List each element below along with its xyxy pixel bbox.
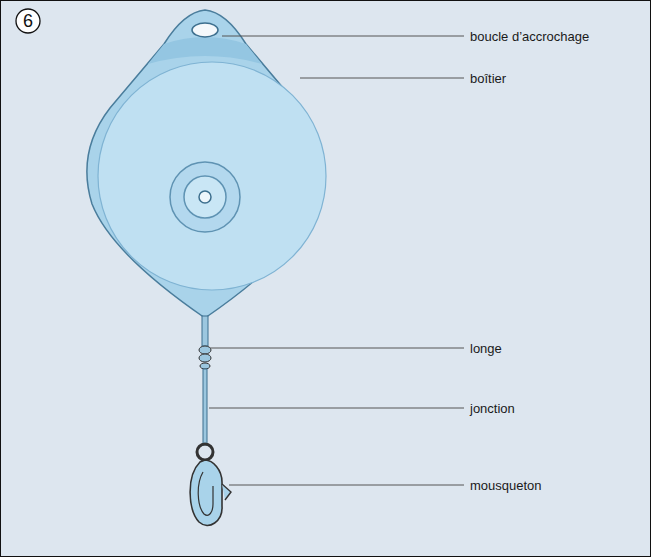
part-label: jonction [468,401,517,416]
callout-circle: 6 [15,8,41,34]
callout-number: 6 [15,8,41,34]
carabiner [190,444,231,525]
part-label: longe [468,341,504,356]
part-label: boîtier [468,71,508,86]
leader-lines [209,36,464,485]
lanyard [199,316,211,445]
part-label: mousqueton [468,478,544,493]
housing [87,10,326,318]
part-label: boucle d’accrochage [468,29,591,44]
